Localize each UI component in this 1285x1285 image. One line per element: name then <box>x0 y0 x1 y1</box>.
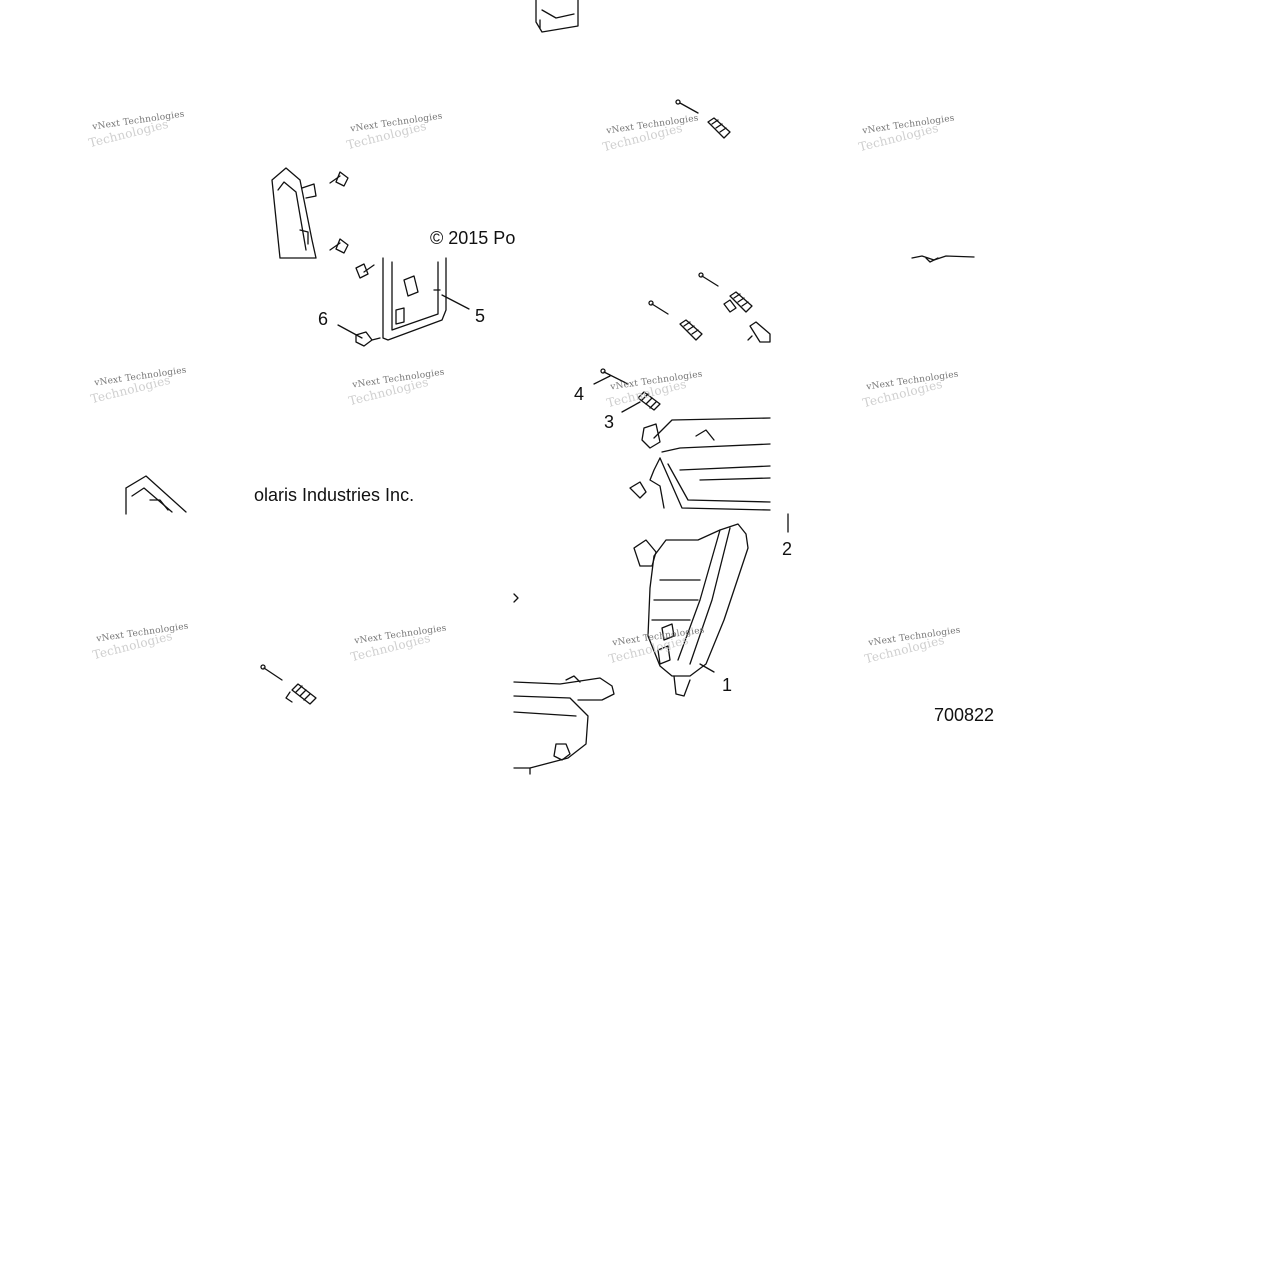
figure-number: 700822 <box>934 705 995 725</box>
reflector-part-5 <box>382 257 447 341</box>
left-housing-bracket <box>271 167 317 259</box>
left-lower-bracket-fragment <box>125 475 187 515</box>
bolt-part-6 <box>337 324 381 347</box>
leader-line-4 <box>593 375 611 385</box>
nut-part-3 <box>637 391 661 411</box>
headlight-part-1 <box>633 523 749 697</box>
callout-2: 2 <box>782 539 793 559</box>
callout-1: 1 <box>722 675 733 695</box>
leader-line-1 <box>699 663 715 673</box>
leader-line-3 <box>621 401 641 413</box>
callout-4: 4 <box>574 384 585 404</box>
screw-part-4 <box>600 368 629 385</box>
screw-nut-group-lower <box>260 664 317 705</box>
headlight-lower-fragment <box>513 593 615 775</box>
right-edge-fragment <box>911 255 975 263</box>
screw-nut-group-middle <box>648 272 771 343</box>
copyright-text-part-2: olaris Industries Inc. <box>254 485 415 505</box>
bolt-group-upper <box>329 171 375 279</box>
top-bracket-part <box>535 0 579 33</box>
callout-5: 5 <box>475 306 486 326</box>
callout-6: 6 <box>318 309 329 329</box>
headlight-part-2 <box>629 417 771 511</box>
callout-3: 3 <box>604 412 615 432</box>
screw-nut-group-top <box>675 99 731 139</box>
leader-line-5 <box>441 294 470 310</box>
copyright-text-part-1: © 2015 Po <box>430 228 516 248</box>
